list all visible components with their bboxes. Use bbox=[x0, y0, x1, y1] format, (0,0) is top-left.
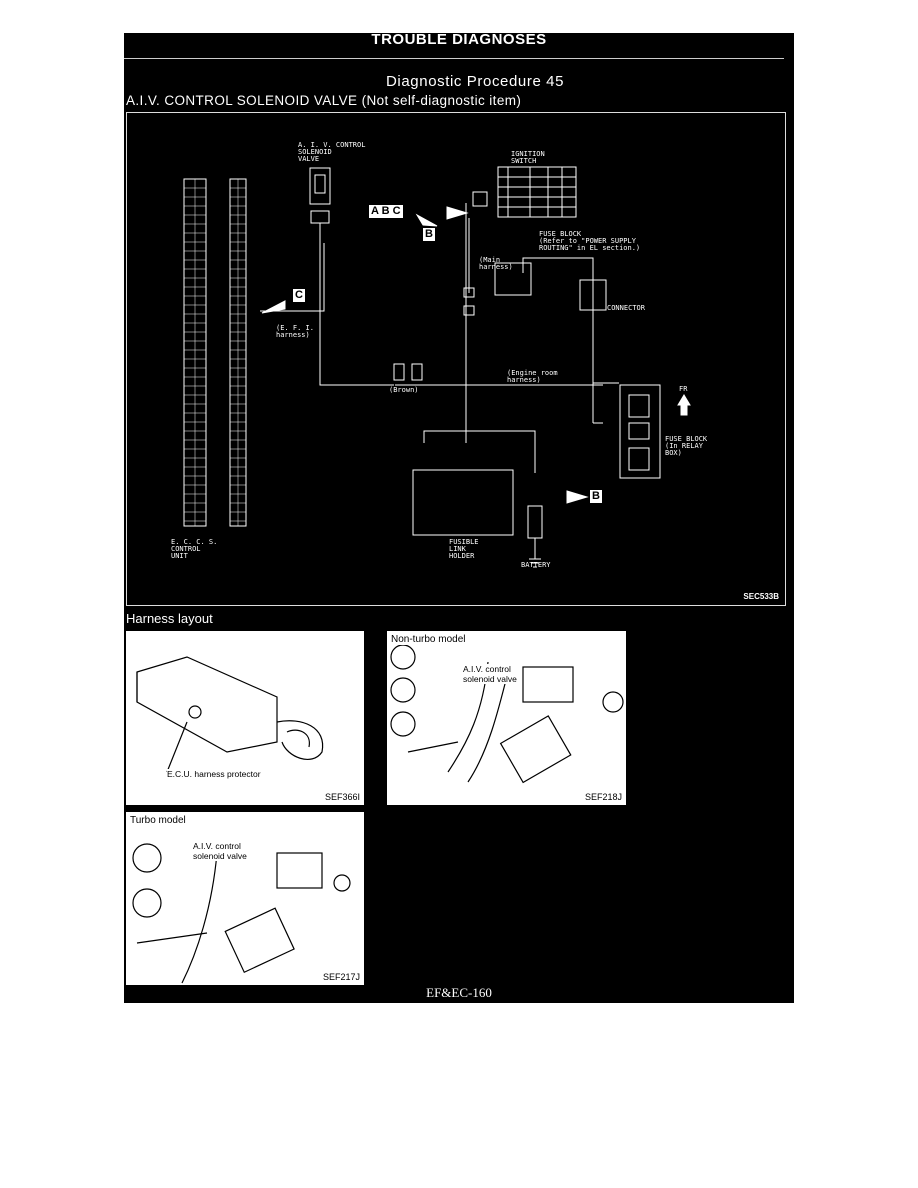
callout-box-b-bottom: B bbox=[590, 490, 602, 503]
engine-room-harness-label: (Engine room harness) bbox=[507, 369, 558, 384]
procedure-title: Diagnostic Procedure 45 bbox=[386, 73, 565, 90]
ecu-harness-protector-label: E.C.U. harness protector bbox=[167, 769, 261, 779]
manual-page: TROUBLE DIAGNOSES Diagnostic Procedure 4… bbox=[124, 31, 794, 1003]
non-turbo-title: Non-turbo model bbox=[391, 634, 466, 645]
photo2-code: SEF218J bbox=[584, 792, 622, 802]
non-turbo-valve-label: A.I.V. control solenoid valve bbox=[463, 664, 517, 684]
relay-fuse-block-label: FUSE BLOCK (In RELAY BOX) bbox=[665, 435, 708, 457]
front-label: FR bbox=[679, 385, 688, 393]
page-number: EF&EC-160 bbox=[426, 985, 492, 1000]
solenoid-valve-label: A. I. V. CONTROL SOLENOID VALVE bbox=[298, 141, 366, 163]
connector-label: CONNECTOR bbox=[607, 304, 645, 312]
section-title: TROUBLE DIAGNOSES bbox=[371, 31, 547, 48]
photo3-code: SEF217J bbox=[322, 972, 360, 982]
photo-non-turbo-illustration bbox=[390, 644, 624, 784]
header-rule bbox=[124, 58, 784, 59]
wiring-diagram: A. I. V. CONTROL SOLENOID VALVE IGNITION… bbox=[126, 112, 786, 606]
wiring-diagram-svg bbox=[183, 166, 691, 568]
photo1-code: SEF366I bbox=[324, 792, 360, 802]
callout-box-b-top: B bbox=[423, 228, 435, 241]
efi-harness-label: (E. F. I. harness) bbox=[276, 324, 314, 339]
ignition-switch-label: IGNITION SWITCH bbox=[511, 150, 545, 165]
callout-box-c: C bbox=[293, 289, 305, 302]
callout-boxes-abc: A B C bbox=[369, 205, 403, 218]
photo-turbo-illustration bbox=[132, 843, 351, 984]
diagram-code: SEC533B bbox=[743, 592, 779, 601]
turbo-title: Turbo model bbox=[130, 815, 186, 826]
brown-label: (Brown) bbox=[389, 386, 419, 394]
main-harness-label: (Main harness) bbox=[479, 256, 513, 271]
harness-layout-title: Harness layout bbox=[126, 611, 213, 626]
procedure-subtitle: A.I.V. CONTROL SOLENOID VALVE (Not self-… bbox=[126, 93, 522, 108]
turbo-valve-label: A.I.V. control solenoid valve bbox=[193, 841, 247, 861]
photo-non-turbo: Non-turbo model A.I.V. control solenoid … bbox=[387, 631, 626, 805]
fusible-link-label: FUSIBLE LINK HOLDER bbox=[449, 538, 479, 560]
fuse-block-note: FUSE BLOCK (Refer to "POWER SUPPLY ROUTI… bbox=[539, 230, 641, 252]
photo-ecu-harness: E.C.U. harness protector SEF366I bbox=[126, 631, 364, 805]
photo-turbo: Turbo model A.I.V. control solenoid valv… bbox=[126, 812, 364, 985]
ecu-label: E. C. C. S. CONTROL UNIT bbox=[171, 538, 218, 560]
battery-label: BATTERY bbox=[521, 561, 551, 569]
photo-ecu-harness-illustration bbox=[136, 656, 324, 773]
